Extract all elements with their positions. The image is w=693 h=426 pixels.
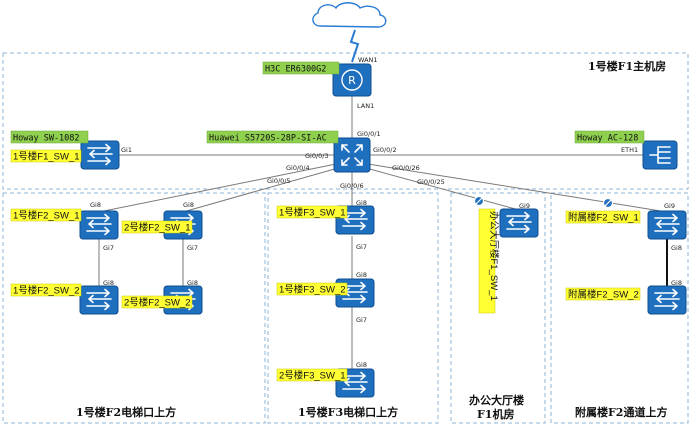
- core-switch-label-bg: [206, 130, 339, 144]
- port-core-003: Gi0/0/3: [305, 152, 329, 160]
- howay-sw-model: Howay SW-1082: [13, 134, 80, 144]
- links: [98, 29, 668, 370]
- howay-sw-name-bg: [10, 149, 82, 163]
- b2f2-sw2-bg: [121, 295, 193, 309]
- ac-model: Howay AC-128: [577, 134, 638, 144]
- port-b2f2sw2-gi8: Gi8: [187, 279, 198, 287]
- switch-icon-annex-1[interactable]: [647, 210, 687, 240]
- port-b1f2sw1-gi7: Gi7: [103, 244, 114, 252]
- b1f3-sw2-name: 1号楼F3_SW_2: [279, 284, 346, 296]
- port-core-026: Gi0/0/26: [392, 164, 420, 172]
- core-b2f2sw1-link: [182, 167, 339, 213]
- port-b1f3sw2-gi8: Gi8: [356, 271, 367, 279]
- switch-icon-b1f2-2[interactable]: [79, 285, 119, 315]
- core-annex-link: [367, 163, 668, 213]
- zone-title-hall-line2: F1机房: [477, 407, 514, 421]
- port-core-002: Gi0/0/2: [373, 146, 397, 154]
- blocked-link-icon-hall: [473, 195, 485, 207]
- b1f2-sw2-bg: [10, 283, 82, 297]
- port-b1f3sw2-gi7: Gi7: [356, 316, 367, 324]
- zone-hall-f1: [450, 192, 546, 424]
- zone-main-room: [2, 52, 689, 190]
- b1f2-sw2-name: 1号楼F2_SW_2: [13, 285, 80, 297]
- zone-annex-f2: [550, 192, 689, 424]
- b2f3-sw1-name: 2号楼F3_SW_1: [279, 370, 346, 382]
- svg-text:R: R: [348, 74, 356, 87]
- b1f3-sw1-bg: [276, 205, 348, 219]
- port-b1f3sw1-gi8: Gi8: [356, 199, 367, 207]
- b1f3-sw2-bg: [276, 282, 348, 296]
- port-core-005: Gi0/0/5: [267, 177, 291, 185]
- zone-title-hall-line1: 办公大厅楼: [469, 393, 524, 407]
- port-howay-gi1: Gi1: [121, 146, 132, 154]
- zone-title-b1-f3: 1号楼F3电梯口上方: [298, 405, 398, 419]
- port-b2f3sw1-gi8: Gi8: [356, 361, 367, 369]
- port-wan1: WAN1: [358, 56, 378, 64]
- switch-icon-b1f2-1[interactable]: [79, 210, 119, 240]
- port-annex1-gi9: Gi9: [664, 202, 675, 210]
- router-label: H3C ER6300G2: [265, 65, 326, 75]
- howay-sw-model-bg: [10, 130, 89, 144]
- zone-title-main-room: 1号楼F1主机房: [588, 59, 666, 73]
- port-core-006: Gi0/0/6: [340, 182, 364, 190]
- port-core-001: Gi0/0/1: [357, 130, 381, 138]
- b1f2-sw1-name: 1号楼F2_SW_1: [13, 210, 80, 222]
- howay-sw-name: 1号楼F1_SW_1: [13, 151, 80, 163]
- router-icon[interactable]: R: [332, 63, 372, 97]
- annex-sw2-bg: [565, 287, 641, 301]
- port-b1f3sw1-gi7: Gi7: [356, 243, 367, 251]
- router-label-bg: [262, 61, 340, 75]
- core-hall-link: [365, 167, 520, 211]
- zone-b1-f3: [267, 192, 439, 424]
- hall-sw-name: 办公大厅楼F1_SW_1: [488, 211, 500, 301]
- port-annex1-gi8: Gi8: [671, 244, 682, 252]
- zone-title-annex-f2: 附属楼F2通道上方: [575, 405, 667, 419]
- switch-icon-annex-2[interactable]: [647, 285, 687, 315]
- ac-controller-icon[interactable]: [642, 140, 678, 170]
- core-switch-icon[interactable]: [333, 137, 371, 173]
- wan-link: [349, 29, 360, 63]
- b2f3-sw1-bg: [276, 368, 348, 382]
- port-lan1: LAN1: [357, 102, 374, 110]
- b1f2-sw1-bg: [10, 208, 82, 222]
- port-core-025: Gi0/0/25: [417, 178, 445, 186]
- blocked-link-icon-annex: [602, 197, 614, 209]
- cloud-icon: [312, 2, 387, 28]
- annex-sw1-bg: [565, 210, 641, 224]
- b2f2-sw1-bg: [121, 220, 193, 234]
- port-b1f2sw1-gi8: Gi8: [90, 201, 101, 209]
- switch-icon-howay[interactable]: [80, 140, 120, 170]
- zone-b1-f2: [2, 192, 266, 424]
- annex-sw2-name: 附属楼F2_SW_2: [568, 289, 639, 301]
- core-b1f2sw1-link: [98, 163, 337, 213]
- port-hall-gi9: Gi9: [519, 202, 530, 210]
- port-b1f2sw2-gi8: Gi8: [103, 279, 114, 287]
- b2f2-sw1-name: 2号楼F2_SW_1: [124, 222, 191, 234]
- port-core-004: Gi0/0/4: [286, 164, 310, 172]
- core-switch-label: Huawei S5720S-28P-SI-AC: [209, 134, 327, 144]
- b1f3-sw1-name: 1号楼F3_SW_1: [279, 207, 346, 219]
- port-b2f2sw1-gi8: Gi8: [183, 201, 194, 209]
- ac-model-bg: [574, 130, 645, 144]
- zone-title-b1-f2: 1号楼F2电梯口上方: [76, 405, 176, 419]
- annex-sw1-name: 附属楼F2_SW_1: [568, 212, 639, 224]
- port-annex2-gi8: Gi8: [671, 279, 682, 287]
- port-ac-eth1: ETH1: [621, 146, 638, 154]
- port-b2f2sw1-gi7: Gi7: [187, 244, 198, 252]
- b2f2-sw2-name: 2号楼F2_SW_2: [124, 297, 191, 309]
- switch-icon-hall[interactable]: [499, 208, 539, 238]
- hall-sw-bg: [478, 208, 496, 314]
